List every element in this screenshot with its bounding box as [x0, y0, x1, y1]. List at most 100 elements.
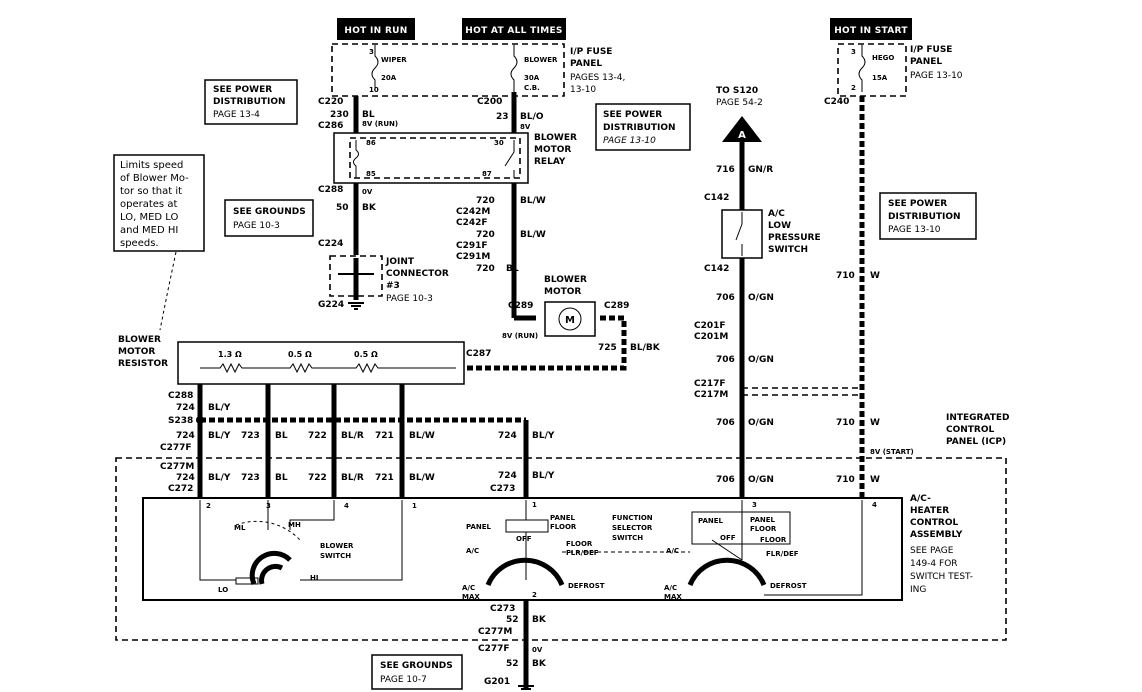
resistor-label-2: MOTOR: [118, 347, 155, 357]
blower-motor-resistor: [177, 341, 465, 385]
fs-off: OFF: [516, 535, 532, 543]
see-power-mid-2: DISTRIBUTION: [603, 123, 676, 133]
sw-ml: ML: [234, 524, 246, 532]
wire-720-num-a: 720: [476, 196, 495, 206]
ac-switch-label-3: PRESSURE: [768, 233, 821, 243]
fuse-panel-left: [331, 43, 565, 97]
wire-710-color-c: W: [870, 475, 880, 485]
connector-c242m: C242M: [456, 207, 490, 217]
see-power-mid-3: PAGE 13-10: [603, 136, 656, 146]
fuse-blower-name: BLOWER: [524, 56, 558, 64]
fs-panel-floor-2: FLOOR: [550, 523, 577, 531]
fs2-stem: [711, 500, 743, 561]
limits-1: Limits speed: [120, 160, 183, 171]
connector-c142-a: C142: [704, 193, 729, 203]
wire-52-num-a: 52: [506, 615, 519, 625]
joint-connector-3: [329, 255, 383, 297]
wire-723-num-b: 723: [241, 431, 260, 441]
see-power-left-1: SEE POWER: [213, 85, 272, 95]
connector-c277m: C277M: [160, 462, 194, 472]
heater-label-4: ASSEMBLY: [910, 530, 963, 540]
fs2-panel-floor-2: FLOOR: [750, 525, 777, 533]
pin-2b: 2: [532, 591, 537, 599]
wire-706-color-b: O/GN: [748, 355, 774, 365]
blower-switch-contacts: [249, 550, 292, 585]
fuse-hego-name: HEGO: [872, 54, 894, 62]
limits-3: tor so that it: [120, 186, 182, 197]
fuse-hego-num-top: 3: [851, 48, 856, 56]
see-grounds-note-top: [224, 199, 314, 237]
wire-50-voltage: 0V: [362, 188, 373, 196]
connector-c220: C220: [318, 97, 343, 107]
connector-c277f-b: C277F: [478, 644, 510, 654]
connector-c217m: C217M: [694, 390, 728, 400]
fuse-wiper-symbol: [371, 45, 379, 88]
see-grounds-bottom-2: PAGE 10-7: [380, 675, 427, 685]
wire-23-voltage: 8V: [520, 123, 531, 131]
ground-g224: G224: [318, 300, 344, 310]
connector-c201m: C201M: [694, 332, 728, 342]
hot-at-all-times-header: HOT AT ALL TIMES: [465, 26, 562, 36]
connector-c217f: C217F: [694, 379, 726, 389]
see-power-right-1: SEE POWER: [888, 199, 947, 209]
ac-switch-contact: [735, 212, 743, 256]
wire-724-color-d: BL/Y: [208, 473, 231, 483]
limits-6: and MED HI: [120, 225, 178, 236]
fuse-panel-left-title-2: PANEL: [570, 59, 602, 69]
integrated-control-panel: [115, 457, 1007, 641]
wire-706-color-d: O/GN: [748, 475, 774, 485]
wire-723-color-d: BL: [275, 473, 288, 483]
sw-lo: LO: [218, 586, 228, 594]
blower-switch-dial: [235, 520, 301, 541]
relay-pin-85: 85: [366, 170, 376, 178]
pin-4b: 4: [872, 501, 877, 509]
heater-label-8: ING: [910, 585, 926, 595]
connector-c273-a: C273: [490, 484, 515, 494]
page-54-2: PAGE 54-2: [716, 98, 763, 108]
wire-52-num-b: 52: [506, 659, 519, 669]
joint-label-2: CONNECTOR: [386, 269, 449, 279]
hot-in-start-header-bg: [830, 18, 912, 40]
wire-720-color-c: BL: [506, 264, 519, 274]
icp-label-3: PANEL (ICP): [946, 437, 1006, 447]
pin-3b: 3: [752, 501, 757, 509]
resistor-label-1: BLOWER: [118, 335, 161, 345]
limits-2: of Blower Mo-: [120, 173, 189, 184]
fs2-flr-def: FLR/DEF: [766, 550, 799, 558]
fuse-hego-rating: 15A: [872, 74, 888, 82]
wire-720-color-b: BL/W: [520, 230, 546, 240]
wire-52-voltage: 0V: [532, 646, 543, 654]
wire-706-color-c: O/GN: [748, 418, 774, 428]
fs-ac-max-2: MAX: [462, 593, 480, 601]
wire-724-color-e: BL/Y: [532, 471, 555, 481]
see-grounds-bottom-1: SEE GROUNDS: [380, 661, 453, 671]
resistor-r2: 0.5 Ω: [288, 350, 312, 359]
heater-label-7: SWITCH TEST-: [910, 572, 973, 582]
start-voltage: 8V (START): [870, 448, 914, 456]
ac-switch-label-2: LOW: [768, 221, 791, 231]
pin-1: 1: [412, 502, 417, 510]
wire-721-num-b: 721: [375, 431, 394, 441]
icp-label-1: INTEGRATED: [946, 413, 1010, 423]
pin-4: 4: [344, 502, 349, 510]
blower-motor-relay: [333, 132, 529, 184]
motor-m: M: [565, 315, 575, 326]
joint-label-3: #3: [386, 281, 400, 291]
heater-label-3: CONTROL: [910, 518, 959, 528]
fs2-ac: A/C: [666, 547, 679, 555]
fs2-arc: [687, 557, 767, 587]
connector-c288-b: C288: [168, 391, 193, 401]
wire-722-num-d: 722: [308, 473, 327, 483]
wire-50-num: 50: [336, 203, 349, 213]
wire-716-color: GN/R: [748, 165, 773, 175]
heater-label-6: 149-4 FOR: [910, 559, 958, 569]
limits-leader-line: [159, 251, 177, 331]
wire-710-num-b: 710: [836, 418, 855, 428]
relay-pin-86: 86: [366, 139, 376, 147]
fuse-panel-left-pages-2: 13-10: [570, 85, 596, 95]
connector-c142-b: C142: [704, 264, 729, 274]
wire-723-color-b: BL: [275, 431, 288, 441]
connector-c289-b: C289: [604, 301, 629, 311]
heater-label-5: SEE PAGE: [910, 546, 954, 556]
see-power-note-right: [879, 192, 977, 240]
